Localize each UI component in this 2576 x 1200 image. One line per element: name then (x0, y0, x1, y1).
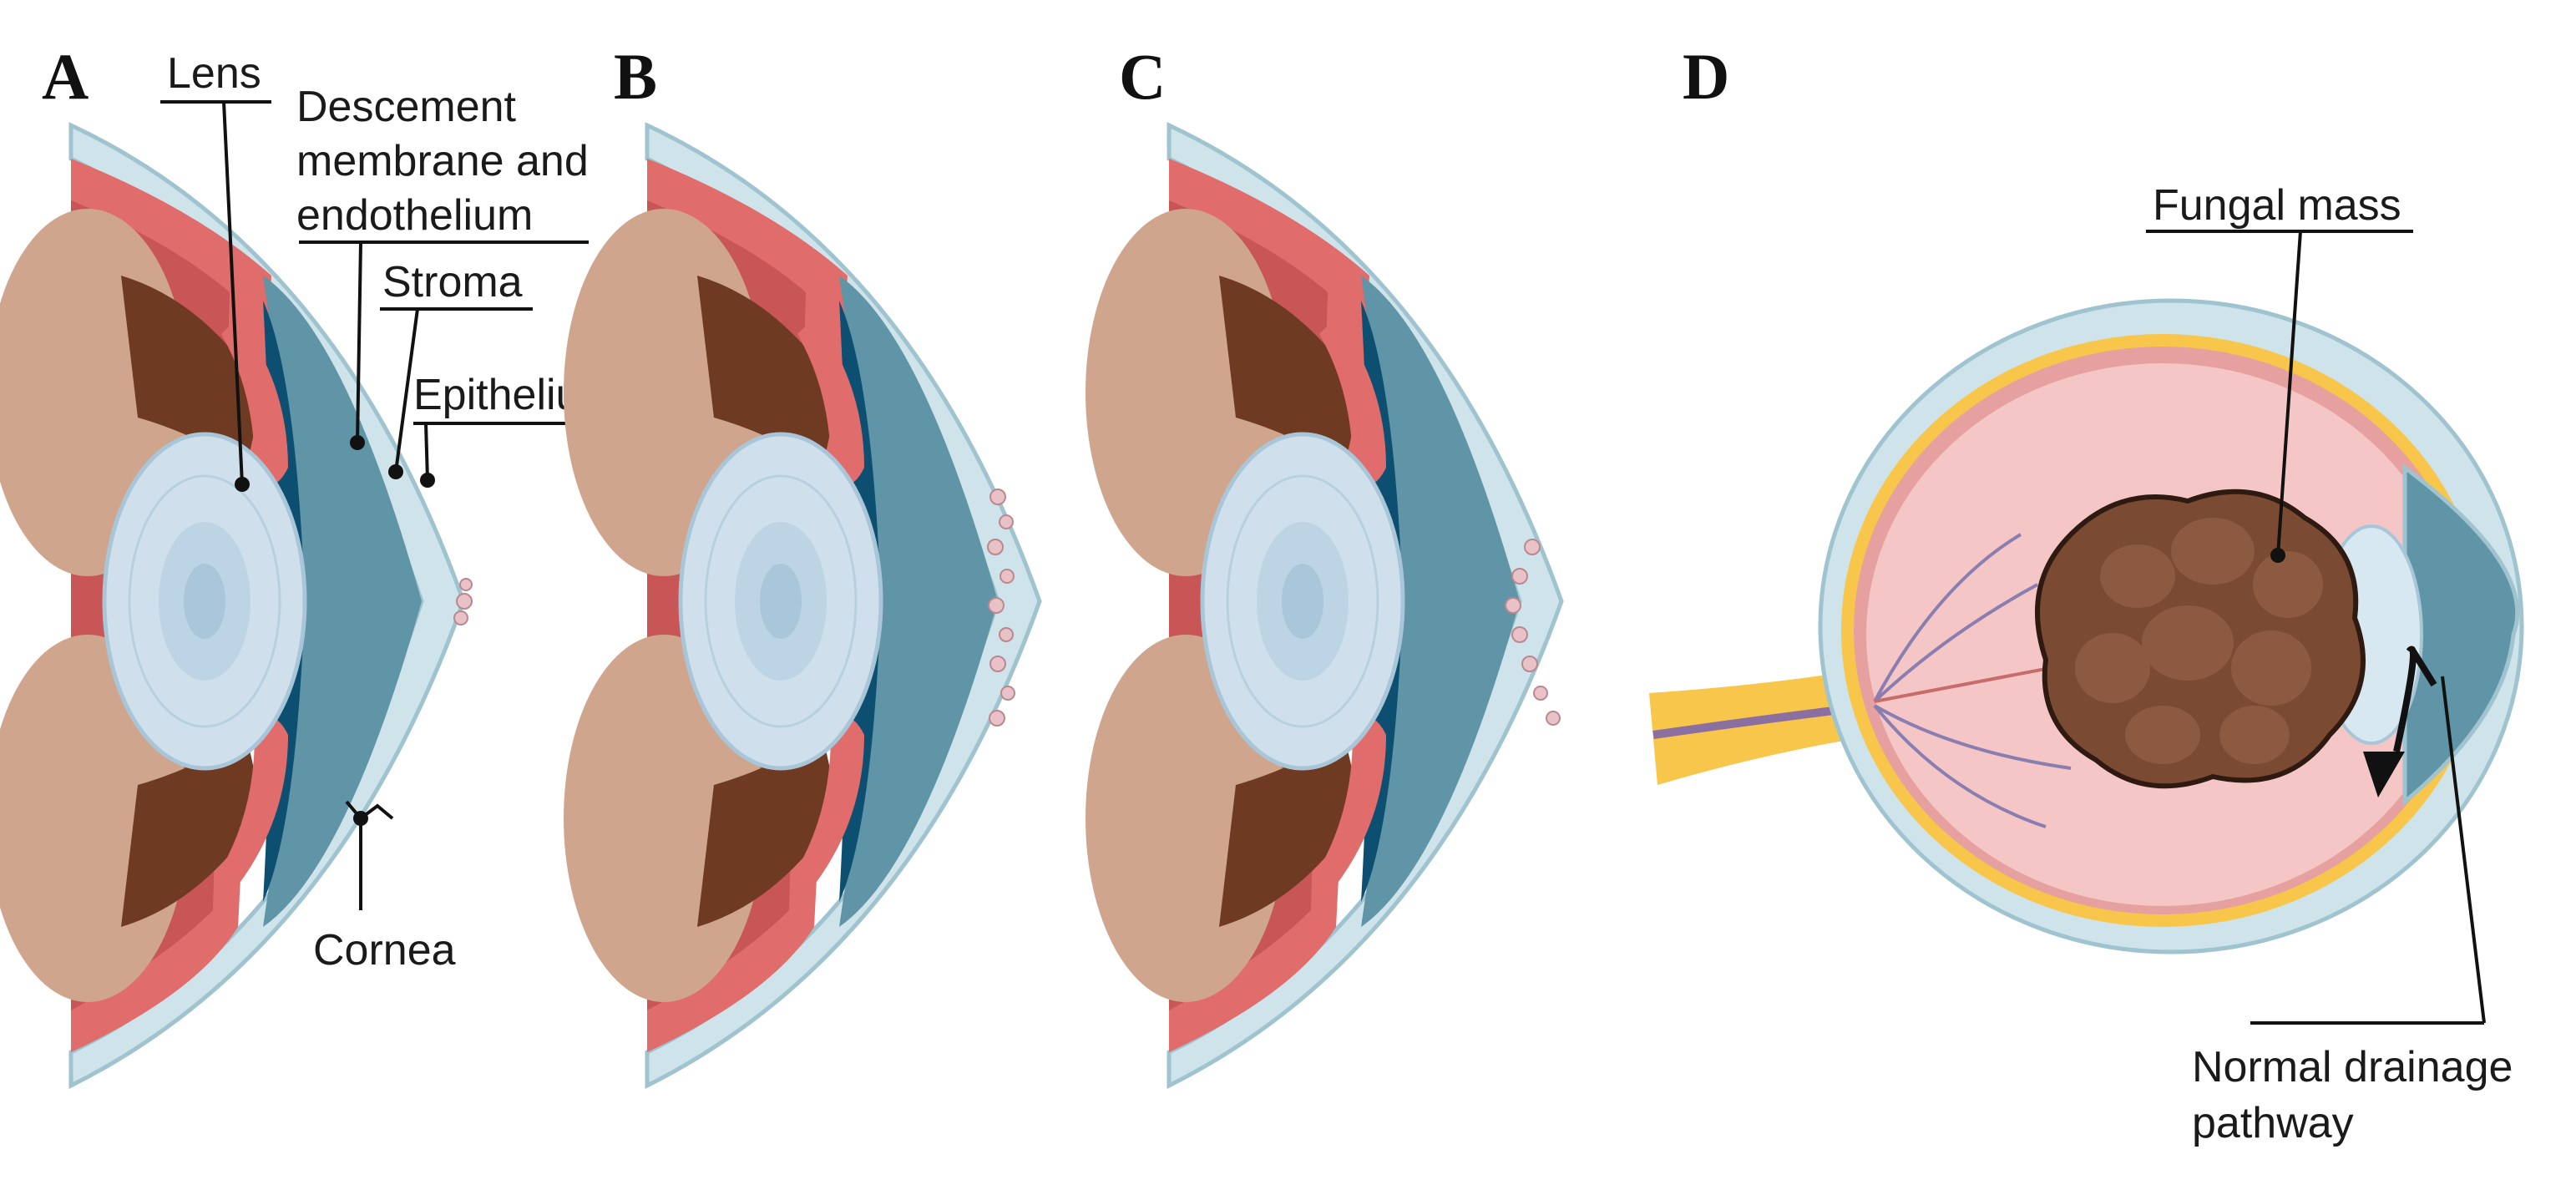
panel-c-infiltrate (1505, 539, 1561, 726)
panel-b-infiltrate (987, 489, 1015, 727)
label-fungal-mass: Fungal mass (2153, 181, 2401, 230)
label-stroma: Stroma (382, 258, 523, 306)
label-drainage-2: pathway (2192, 1099, 2354, 1147)
panel-a: A Lens Descement membrane and endotheliu… (0, 40, 626, 1086)
retinal-vessels (1873, 533, 2138, 828)
label-lens: Lens (167, 49, 261, 98)
panel-c-letter: C (1119, 40, 1166, 113)
panel-c-eye (1086, 125, 1561, 1086)
panel-a-letter: A (42, 40, 89, 113)
label-descemet-1: Descement (296, 83, 517, 131)
optic-nerve (1649, 668, 1879, 785)
label-drainage-1: Normal drainage (2192, 1043, 2513, 1091)
panel-d: D (1649, 40, 2524, 1147)
panel-b: B (564, 40, 1040, 1086)
panel-c: C (1086, 40, 1561, 1086)
label-cornea: Cornea (313, 926, 456, 975)
label-descemet-2: membrane and (296, 137, 589, 185)
panel-b-letter: B (614, 40, 657, 113)
drainage-arrow (2363, 752, 2405, 797)
panel-b-eye (564, 125, 1040, 1086)
label-descemet-3: endothelium (296, 191, 533, 240)
panel-d-letter: D (1683, 40, 1729, 113)
